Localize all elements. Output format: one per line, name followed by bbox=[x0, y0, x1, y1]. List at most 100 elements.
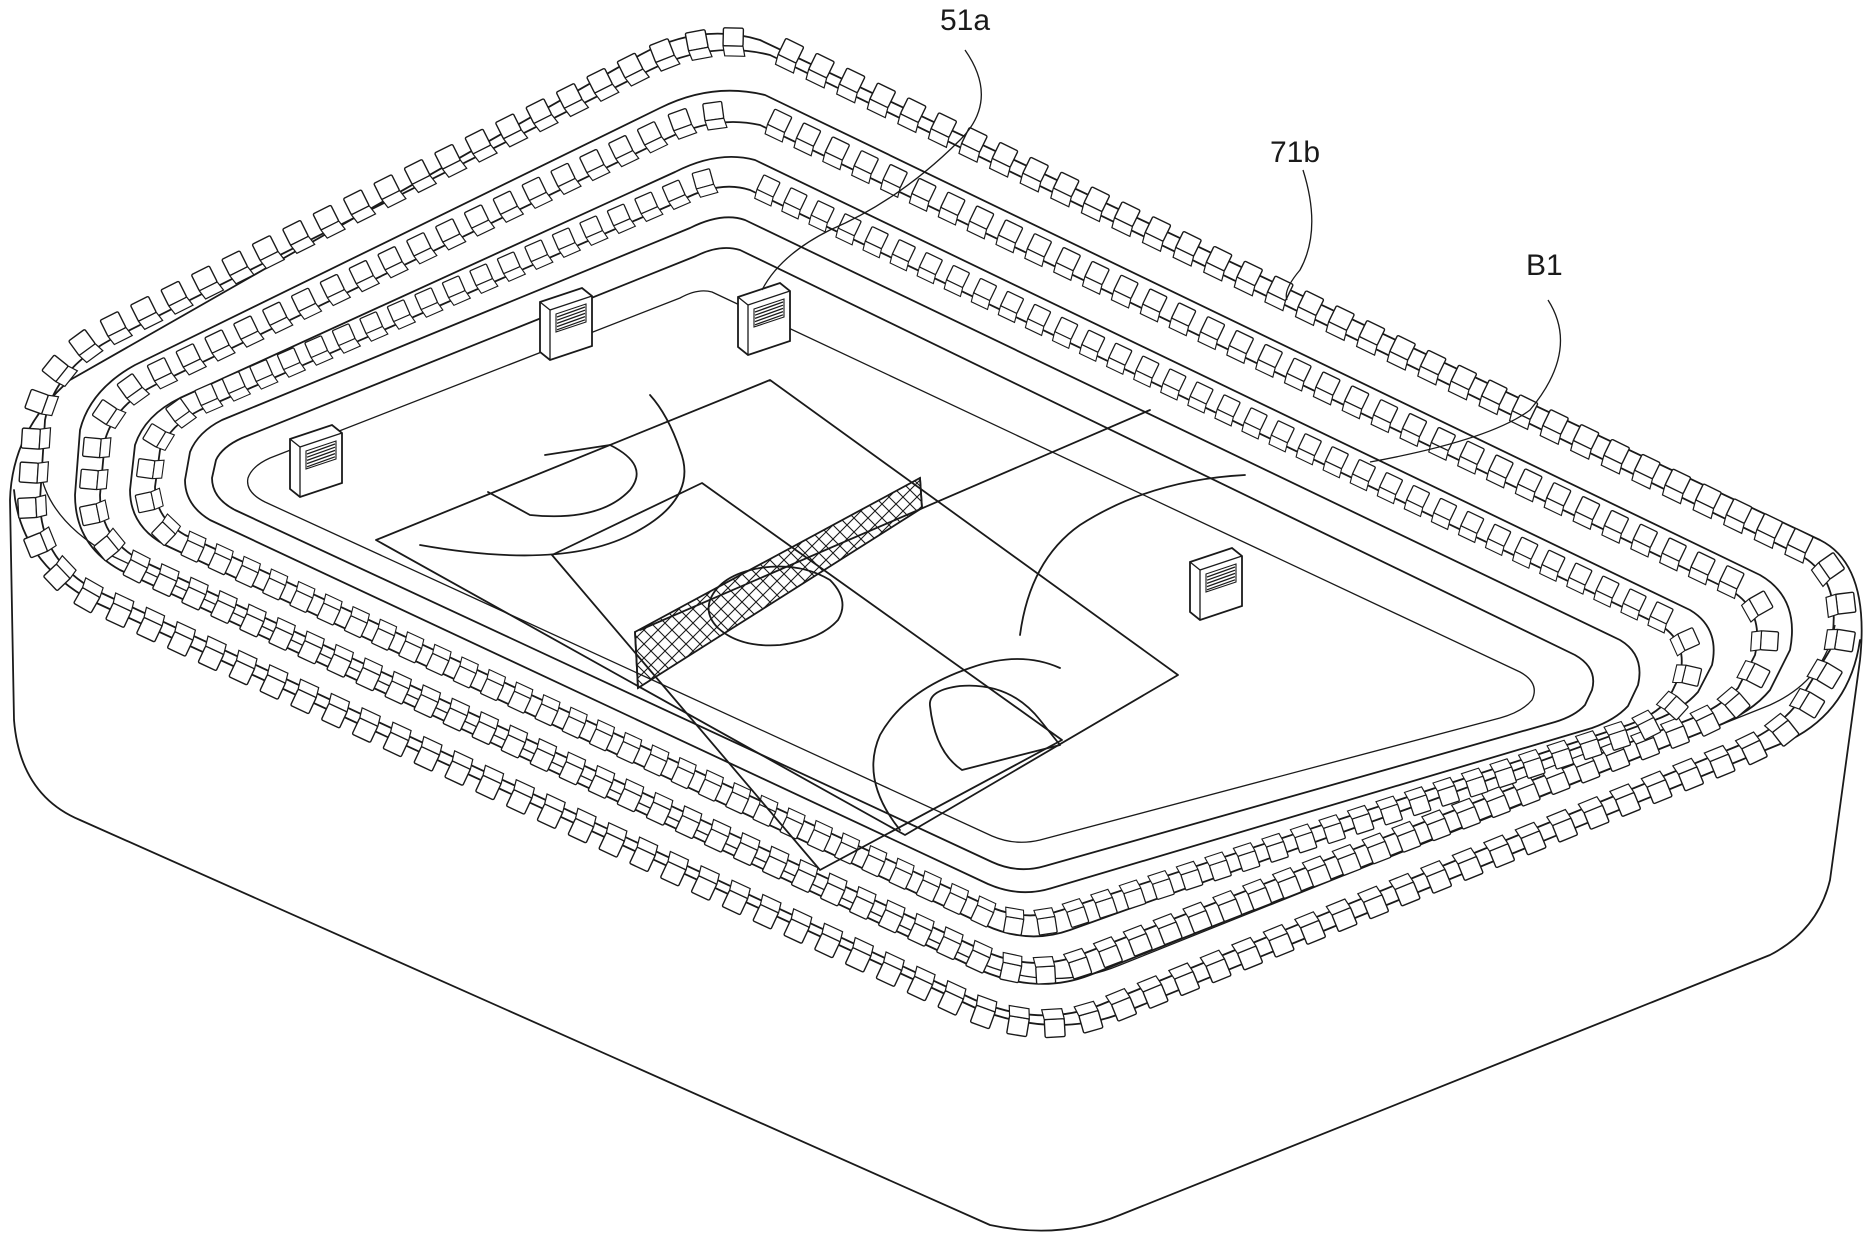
seat bbox=[464, 204, 494, 237]
arena-floor bbox=[212, 248, 1593, 869]
seat bbox=[1167, 303, 1197, 336]
seat bbox=[465, 128, 497, 163]
seat bbox=[936, 981, 968, 1016]
seat bbox=[92, 398, 126, 430]
label-b1: B1 bbox=[1526, 249, 1563, 282]
seat bbox=[320, 273, 350, 306]
seat bbox=[291, 287, 321, 320]
seat bbox=[637, 121, 667, 154]
seat bbox=[233, 315, 263, 348]
seat bbox=[1232, 261, 1264, 296]
seat bbox=[180, 577, 210, 610]
seat bbox=[526, 98, 558, 133]
seat bbox=[415, 287, 443, 318]
seat-back bbox=[1036, 966, 1056, 984]
seat bbox=[1600, 510, 1630, 543]
seat bbox=[1571, 496, 1601, 529]
seat-back bbox=[703, 101, 724, 120]
seat bbox=[1052, 247, 1082, 280]
seat bbox=[233, 556, 262, 587]
seat bbox=[615, 779, 645, 812]
seat bbox=[1051, 317, 1080, 348]
seat bbox=[905, 966, 937, 1001]
seat bbox=[1565, 563, 1594, 594]
seat bbox=[1139, 289, 1169, 322]
ac-unit-back-right bbox=[738, 283, 790, 355]
seat bbox=[1569, 424, 1601, 459]
seat bbox=[782, 909, 814, 944]
seat bbox=[136, 457, 164, 480]
seat-back bbox=[18, 498, 37, 519]
seat bbox=[1186, 382, 1215, 413]
net-mesh bbox=[635, 478, 922, 688]
seat bbox=[493, 190, 523, 223]
seat bbox=[497, 251, 525, 282]
seat bbox=[267, 618, 297, 651]
seat bbox=[835, 68, 867, 103]
seat bbox=[1340, 386, 1370, 419]
court-key-right bbox=[930, 686, 1060, 770]
court-arc-right bbox=[873, 659, 1060, 830]
seat bbox=[703, 101, 727, 130]
seat bbox=[252, 235, 284, 270]
seat bbox=[1751, 630, 1779, 653]
seat bbox=[720, 880, 752, 915]
seat bbox=[557, 752, 587, 785]
seat-cushion bbox=[1826, 594, 1839, 617]
seat bbox=[1741, 591, 1774, 622]
seat bbox=[1132, 356, 1161, 387]
seat bbox=[412, 685, 442, 718]
seat bbox=[72, 578, 105, 613]
seat bbox=[315, 594, 344, 625]
seat bbox=[1824, 628, 1855, 654]
seat bbox=[888, 239, 917, 270]
seat bbox=[100, 311, 132, 346]
seat bbox=[807, 201, 836, 232]
seat bbox=[805, 821, 834, 852]
seat bbox=[196, 636, 228, 671]
seat bbox=[927, 113, 959, 148]
seat bbox=[586, 766, 616, 799]
seat bbox=[552, 227, 580, 258]
seat bbox=[1790, 687, 1825, 720]
seat-back bbox=[136, 459, 154, 479]
seat bbox=[874, 952, 906, 987]
seat bbox=[751, 894, 783, 929]
seat bbox=[522, 176, 552, 209]
seat bbox=[1355, 320, 1387, 355]
court bbox=[376, 380, 1245, 870]
seat bbox=[1485, 455, 1515, 488]
seat bbox=[1447, 365, 1479, 400]
seat-back bbox=[1044, 1019, 1065, 1038]
seat bbox=[1514, 469, 1544, 502]
seat-cushion bbox=[723, 46, 745, 57]
seat bbox=[320, 693, 352, 728]
seat bbox=[451, 657, 480, 688]
seat bbox=[1619, 589, 1648, 620]
seat bbox=[896, 98, 928, 133]
seat bbox=[343, 189, 375, 224]
seat-back bbox=[1760, 631, 1778, 651]
seat-cushion bbox=[705, 118, 727, 130]
seat bbox=[283, 219, 315, 254]
seat bbox=[479, 670, 508, 701]
seat bbox=[443, 751, 475, 786]
seat bbox=[135, 607, 167, 642]
seat bbox=[1661, 469, 1693, 504]
seat bbox=[18, 495, 47, 518]
seat bbox=[143, 422, 175, 452]
seat bbox=[1630, 454, 1662, 489]
seat-back bbox=[19, 462, 38, 483]
seat bbox=[42, 353, 78, 388]
seat bbox=[1592, 576, 1621, 607]
seat bbox=[195, 383, 223, 414]
seat bbox=[1542, 482, 1572, 515]
seat bbox=[1023, 233, 1053, 266]
seat bbox=[821, 137, 851, 170]
seat bbox=[1385, 335, 1417, 370]
seat bbox=[381, 722, 413, 757]
seat bbox=[702, 819, 732, 852]
seat bbox=[813, 923, 845, 958]
seat bbox=[150, 514, 182, 546]
